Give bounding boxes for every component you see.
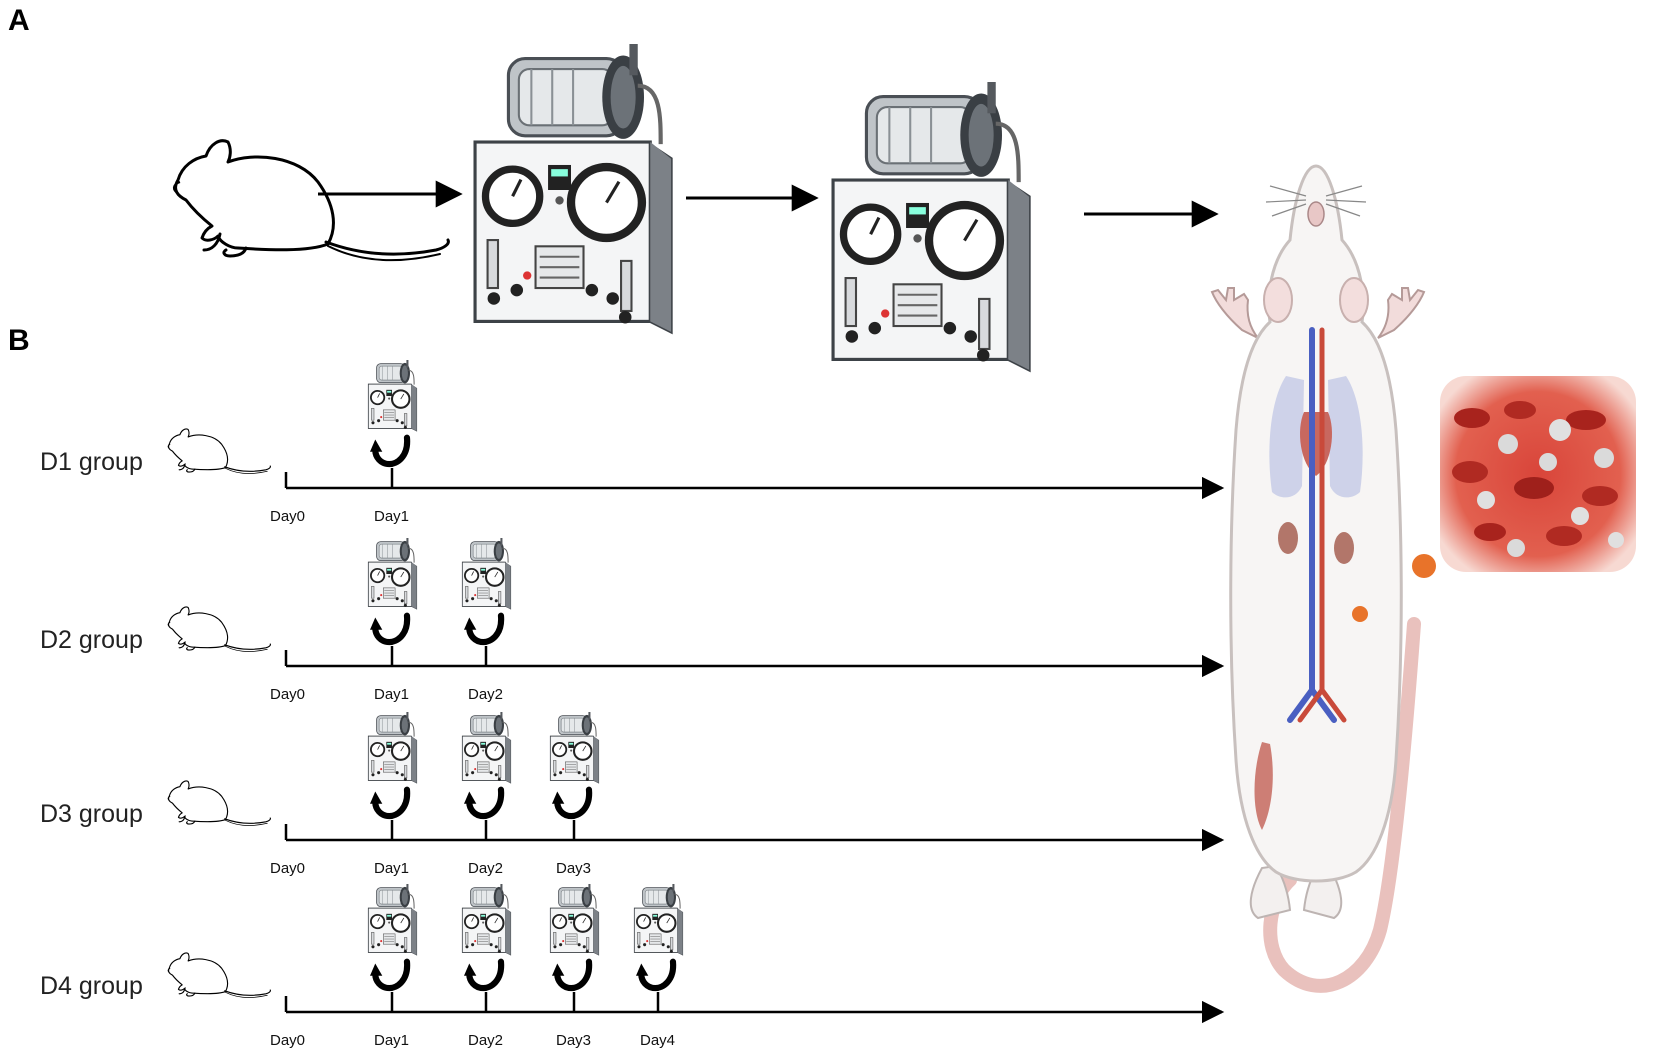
mouse-outline-icon xyxy=(167,428,271,475)
group-label: D2 group xyxy=(40,626,143,654)
day-label: Day2 xyxy=(468,686,503,703)
day-label: Day0 xyxy=(270,508,305,525)
day-label: Day3 xyxy=(556,860,591,877)
rat-anatomy-icon xyxy=(1210,164,1426,993)
hyperbaric-chamber-icon xyxy=(549,884,600,956)
curved-return-arrow-icon xyxy=(552,790,589,816)
panel-label-b: B xyxy=(8,324,30,357)
day-label: Day0 xyxy=(270,860,305,877)
hyperbaric-chamber-icon xyxy=(461,538,512,610)
mouse-outline-icon xyxy=(167,606,271,653)
day-label: Day2 xyxy=(468,860,503,877)
hyperbaric-chamber-icon xyxy=(475,44,671,332)
hyperbaric-chamber-icon xyxy=(461,712,512,784)
hyperbaric-chamber-icon xyxy=(549,712,600,784)
accent-dot-large xyxy=(1412,554,1436,578)
hyperbaric-chamber-icon xyxy=(367,360,418,432)
mouse-outline-icon xyxy=(167,780,271,827)
day-label: Day1 xyxy=(374,860,409,877)
panel-label-a: A xyxy=(8,4,30,37)
group-label: D1 group xyxy=(40,448,143,476)
curved-return-arrow-icon xyxy=(636,962,673,988)
hyperbaric-chamber-icon xyxy=(461,884,512,956)
curved-return-arrow-icon xyxy=(464,962,501,988)
day-label: Day1 xyxy=(374,508,409,525)
curved-return-arrow-icon xyxy=(370,438,407,464)
hyperbaric-chamber-icon xyxy=(367,538,418,610)
hyperbaric-chamber-icon xyxy=(833,82,1029,370)
curved-return-arrow-icon xyxy=(370,616,407,642)
curved-return-arrow-icon xyxy=(464,616,501,642)
day-label: Day1 xyxy=(374,686,409,703)
day-label: Day2 xyxy=(468,1032,503,1049)
curved-return-arrow-icon xyxy=(464,790,501,816)
hyperbaric-chamber-icon xyxy=(367,712,418,784)
day-label: Day4 xyxy=(640,1032,675,1049)
day-label: Day3 xyxy=(556,1032,591,1049)
blood-cells-icon xyxy=(1440,376,1636,572)
group-label: D4 group xyxy=(40,972,143,1000)
accent-dot-small xyxy=(1352,606,1368,622)
mouse-outline-icon xyxy=(167,952,271,999)
curved-return-arrow-icon xyxy=(370,790,407,816)
day-label: Day0 xyxy=(270,686,305,703)
curved-return-arrow-icon xyxy=(552,962,589,988)
group-label: D3 group xyxy=(40,800,143,828)
curved-return-arrow-icon xyxy=(370,962,407,988)
hyperbaric-chamber-icon xyxy=(367,884,418,956)
day-label: Day1 xyxy=(374,1032,409,1049)
mouse-outline-icon xyxy=(172,139,450,262)
day-label: Day0 xyxy=(270,1032,305,1049)
hyperbaric-chamber-icon xyxy=(633,884,684,956)
